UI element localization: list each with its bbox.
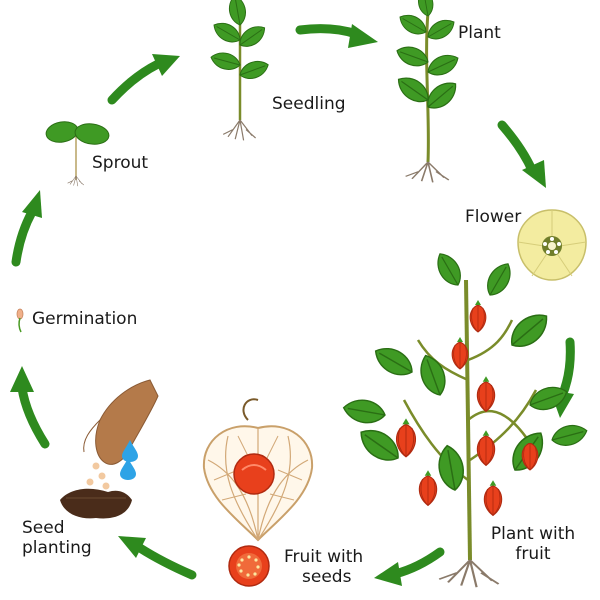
- arrow-germination-to-sprout: [11, 190, 42, 267]
- stage-label-flower: Flower: [465, 207, 522, 227]
- arrow-seed-planting-to-germination: [10, 366, 50, 449]
- stage-label-fruit-with-seeds: Fruit with seeds: [284, 547, 363, 587]
- fruit-cross-section-illustration: [228, 545, 270, 587]
- stage-label-seed-planting: Seed planting: [22, 518, 92, 558]
- stage-label-fruit-with-seeds-line1: Fruit with: [284, 547, 364, 567]
- stage-label-fruit-with-seeds-line2: seeds: [302, 567, 352, 587]
- fruit-husk-illustration: [202, 398, 314, 542]
- stage-label-plant-with-fruit: Plant with fruit: [483, 524, 583, 564]
- stage-label-plant-with-fruit-line2: fruit: [515, 544, 551, 564]
- stage-label-seedling: Seedling: [272, 94, 346, 114]
- stage-label-sprout: Sprout: [92, 153, 149, 173]
- fruit-plant-illustration: [341, 248, 590, 589]
- stage-label-seed-planting-line1: Seed: [22, 518, 65, 538]
- stage-label-plant-with-fruit-line1: Plant with: [490, 524, 576, 544]
- arrow-seedling-to-plant: [295, 24, 378, 48]
- germinating-seed-icon: [16, 308, 24, 333]
- arrow-sprout-to-seedling: [107, 54, 180, 105]
- seed-planting-illustration: [60, 379, 159, 519]
- arrow-fruit-plant-to-fruit: [374, 547, 445, 586]
- stage-label-seed-planting-line2: planting: [22, 538, 92, 558]
- stage-label-germination: Germination: [32, 309, 138, 329]
- stage-label-plant: Plant: [458, 23, 501, 43]
- plant-illustration: [392, 0, 463, 184]
- arrow-fruit-to-seed-planting: [118, 536, 197, 580]
- flower-illustration: [517, 209, 587, 281]
- arrow-plant-to-flower: [497, 120, 546, 188]
- sprout-illustration: [45, 121, 110, 187]
- seedling-illustration: [208, 0, 272, 141]
